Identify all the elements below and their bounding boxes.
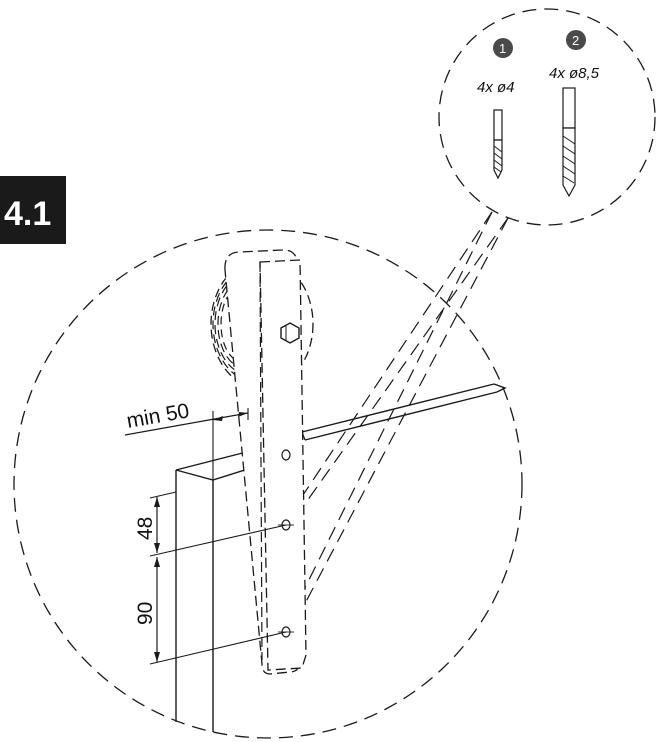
hole-upper xyxy=(278,519,294,531)
min-offset-label: min 50 xyxy=(125,399,191,433)
dimension-48: 48 xyxy=(134,491,287,557)
drill-bit-1-icon xyxy=(493,109,503,180)
step-number: 4.1 xyxy=(4,195,51,233)
drill-detail-magnifier xyxy=(282,8,656,633)
drill-2-number: 2 xyxy=(572,33,579,48)
second-spacing-label: 90 xyxy=(134,602,157,625)
drill-bit-2-icon xyxy=(562,87,576,198)
step-badge: 4.1 xyxy=(0,176,66,244)
first-spacing-label: 48 xyxy=(134,517,157,540)
drill-1-number-circle xyxy=(493,38,513,58)
rail-track xyxy=(301,383,507,441)
drill-1-label: 4x ø4 xyxy=(477,79,515,96)
drill-bit-2: 2 4x ø8,5 xyxy=(549,30,600,198)
drill-2-number-circle xyxy=(566,30,586,50)
drill-2-label: 4x ø8,5 xyxy=(549,65,600,82)
dimension-90: 90 xyxy=(134,557,287,665)
axle-bolt xyxy=(280,322,300,344)
main-detail-magnifier xyxy=(13,229,523,739)
hanger-strap xyxy=(224,249,307,675)
drill-1-number: 1 xyxy=(499,41,506,56)
drill-bit-1: 1 4x ø4 xyxy=(477,38,515,180)
hole-top xyxy=(281,449,291,461)
